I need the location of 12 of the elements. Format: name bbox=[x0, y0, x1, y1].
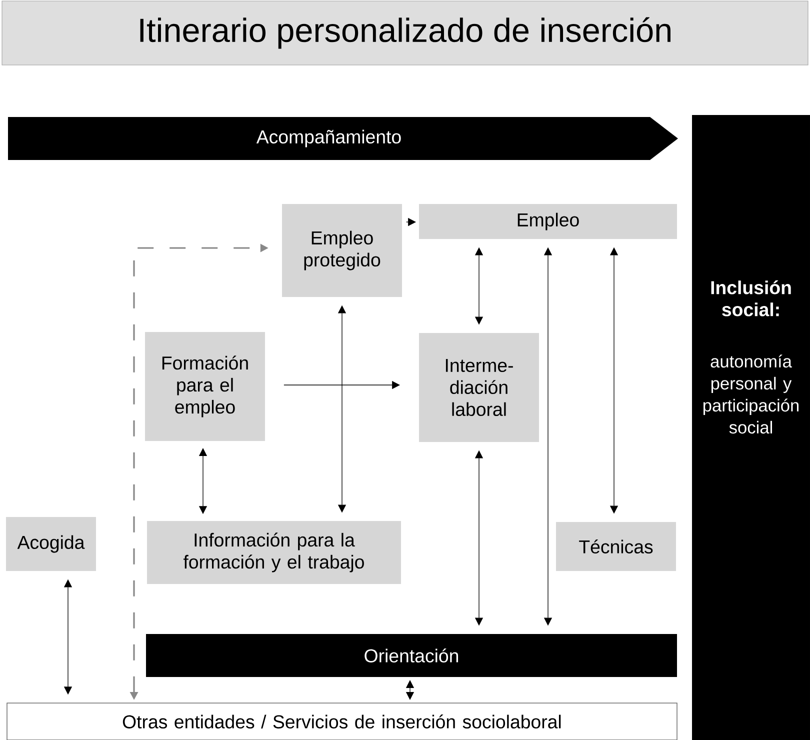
base-box: Otras entidades / Servicios de inserción sociolaboral bbox=[6, 702, 678, 740]
process-bar: Orientación bbox=[146, 634, 677, 677]
process-box: Formación para el empleo bbox=[145, 332, 265, 441]
process-box: Técnicas bbox=[556, 522, 676, 571]
process-box: Acogida bbox=[6, 517, 96, 571]
arrow-banner: Acompañamiento bbox=[8, 117, 678, 160]
result-band: Inclusión social: autonomía personal y participación social bbox=[692, 115, 810, 740]
process-box: Información para la formación y el trabajo bbox=[147, 521, 401, 584]
process-box: Empleo protegido bbox=[282, 204, 402, 297]
process-box: Interme- diación laboral bbox=[419, 333, 539, 442]
title-band: Itinerario personalizado de inserción bbox=[2, 0, 808, 66]
process-box: Empleo bbox=[419, 204, 677, 239]
